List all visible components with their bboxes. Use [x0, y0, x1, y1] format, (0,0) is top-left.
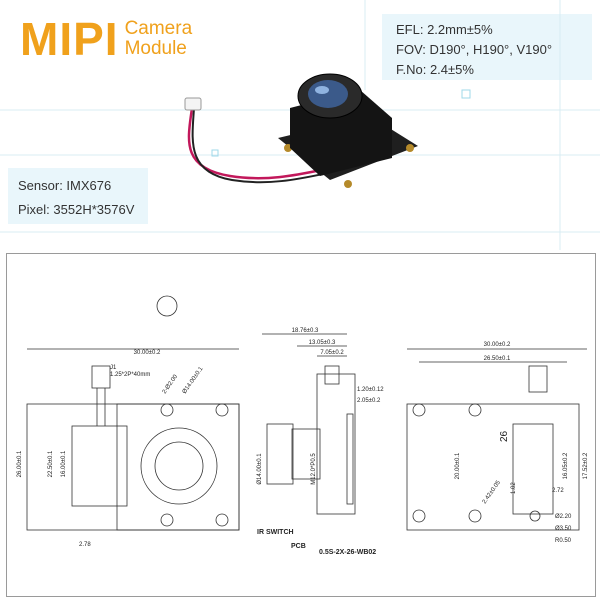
left-hole-bl — [160, 513, 174, 527]
left-j1-connector — [91, 365, 111, 389]
mid-thread: M12.0*P0.5 — [311, 453, 317, 485]
left-dim-dia: Ø14.00±0.1 — [182, 366, 205, 396]
left-lens-inner — [154, 441, 204, 491]
right-dim-a: 20.00±0.1 — [455, 452, 461, 479]
right-dim-small2: 1.02 — [511, 482, 517, 494]
middle-lens-front — [266, 423, 294, 485]
lens-reflection — [315, 86, 329, 94]
right-dim-r: R0.50 — [555, 538, 572, 544]
logo-subtitle: Camera Module — [125, 19, 193, 59]
technical-drawing: 30.00±0.2 J1 1.25*2P*40mm 26.00±0.1 22.5… — [17, 295, 589, 556]
left-lens-outer — [140, 427, 218, 505]
brand-logo: MIPI Camera Module — [20, 14, 192, 64]
lens-glass — [308, 80, 348, 108]
mount-hole-3 — [344, 180, 352, 188]
view-symbol-icon — [156, 295, 178, 317]
spec-fov: FOV: D190°, H190°, V190° — [396, 42, 553, 57]
left-view — [26, 295, 240, 531]
right-dim-dia3: Ø3.50 — [555, 526, 572, 532]
left-j1-label: J1 — [110, 365, 117, 371]
mid-dim-5: 2.05±0.2 — [357, 398, 381, 404]
middle-connector — [324, 365, 340, 385]
middle-fpc — [346, 413, 354, 505]
left-dim-mid: 16.00±0.1 — [61, 450, 67, 477]
lens-spec-box: EFL: 2.2mm±5% FOV: D190°, H190°, V190° F… — [382, 14, 592, 80]
middle-pcb — [316, 373, 356, 515]
mid-dim-1: 18.76±0.3 — [292, 328, 319, 334]
left-hole-tl — [160, 403, 174, 417]
left-dim-height: 26.00±0.1 — [17, 450, 23, 477]
mid-dim-2: 13.05±0.3 — [309, 340, 336, 346]
right-view — [406, 348, 587, 531]
right-fpc-connector — [512, 423, 554, 515]
left-dim-offset: 2.78 — [79, 542, 91, 548]
right-small-hole — [529, 510, 541, 522]
right-j1-connector — [528, 365, 548, 393]
spec-fno: F.No: 2.4±5% — [396, 62, 474, 77]
left-connector-label: 1.25*2P*40mm — [110, 372, 150, 378]
middle-view — [262, 333, 356, 515]
mid-dim-4: 1.20±0.12 — [357, 387, 384, 393]
logo-subtitle-line1: Camera — [124, 18, 193, 39]
right-dim-b: 16.05±0.2 — [563, 452, 569, 479]
right-dim-width: 30.00±0.2 — [484, 342, 511, 348]
mid-label-pcb: PCB — [291, 543, 306, 550]
right-dim-inner: 26.50±0.1 — [484, 356, 511, 362]
right-dim-c: 17.52±0.2 — [583, 452, 589, 479]
mid-dia: Ø14.00±0.1 — [257, 453, 263, 485]
middle-lens-mount — [291, 428, 321, 480]
sensor-spec-box: Sensor: IMX676 Pixel: 3552H*3576V — [8, 168, 148, 224]
left-dim-hole: 2-Ø2.00 — [162, 373, 180, 395]
mid-label-ir: IR SWITCH — [257, 529, 294, 536]
logo-subtitle-line2: Module — [124, 38, 187, 59]
right-dim-small1: 2.72 — [552, 488, 564, 494]
left-cable-block — [71, 425, 128, 507]
left-housing-outline — [116, 403, 240, 531]
mid-label-conn: 0.5S-2X-26-WB02 — [319, 549, 376, 556]
spec-pixel: Pixel: 3552H*3576V — [18, 202, 135, 217]
left-dim-width: 30.00±0.2 — [134, 350, 161, 356]
right-dim-dia2: Ø2.20 — [555, 514, 572, 520]
logo-mipi-text: MIPI — [20, 13, 119, 65]
mount-hole-2 — [406, 144, 414, 152]
camera-module-photo — [184, 73, 418, 188]
mid-dim-3: 7.05±0.2 — [320, 350, 344, 356]
right-hole-bm — [468, 509, 482, 523]
right-hole-bl — [412, 509, 426, 523]
technical-drawing-panel: 30.00±0.2 J1 1.25*2P*40mm 26.00±0.1 22.5… — [6, 253, 596, 597]
left-board-outline — [26, 403, 240, 531]
right-hole-tl — [412, 403, 426, 417]
left-hole-br — [215, 513, 229, 527]
right-hole-tm — [468, 403, 482, 417]
right-board-outline — [406, 403, 580, 531]
white-connector — [184, 97, 202, 111]
left-dim-inner: 22.50±0.1 — [48, 450, 54, 477]
right-pin-count: 26 — [499, 430, 510, 442]
spec-efl: EFL: 2.2mm±5% — [396, 22, 493, 37]
right-dim-dia: 2.42±0.05 — [482, 479, 503, 505]
left-hole-tr — [215, 403, 229, 417]
spec-sensor: Sensor: IMX676 — [18, 178, 112, 193]
